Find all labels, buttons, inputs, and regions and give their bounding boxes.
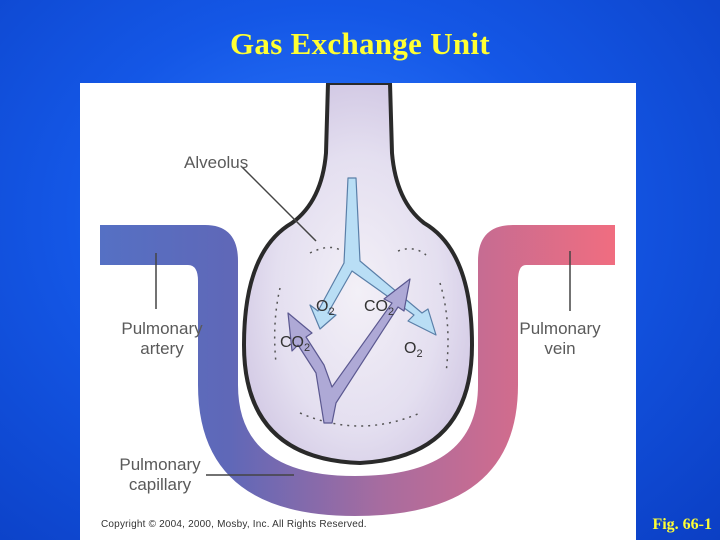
pulmonary-vein-label: Pulmonary vein bbox=[519, 319, 601, 358]
co2-label-top: CO2 bbox=[364, 298, 395, 319]
co2-diffusion-arrow bbox=[287, 278, 411, 424]
pulmonary-capillary-vessel bbox=[100, 225, 615, 516]
slide-title: Gas Exchange Unit bbox=[229, 26, 491, 61]
figure-number: Fig. 66-1 bbox=[652, 516, 712, 533]
o2-diffusion-arrow bbox=[309, 177, 437, 336]
copyright-notice: Copyright © 2004, 2000, Mosby, Inc. All … bbox=[101, 519, 367, 530]
alveolus-label: Alveolus bbox=[184, 153, 249, 172]
gas-exchange-diagram: Alveolus Pulmonary artery Pulmonary vein… bbox=[80, 83, 636, 540]
diagram-artwork bbox=[100, 83, 615, 516]
co2-label-left: CO2 bbox=[280, 334, 311, 355]
pulmonary-artery-label: Pulmonary artery bbox=[121, 319, 203, 358]
o2-label-right: O2 bbox=[404, 340, 423, 361]
o2-label-left: O2 bbox=[316, 298, 335, 319]
pulmonary-capillary-label: Pulmonary capillary bbox=[119, 455, 201, 494]
